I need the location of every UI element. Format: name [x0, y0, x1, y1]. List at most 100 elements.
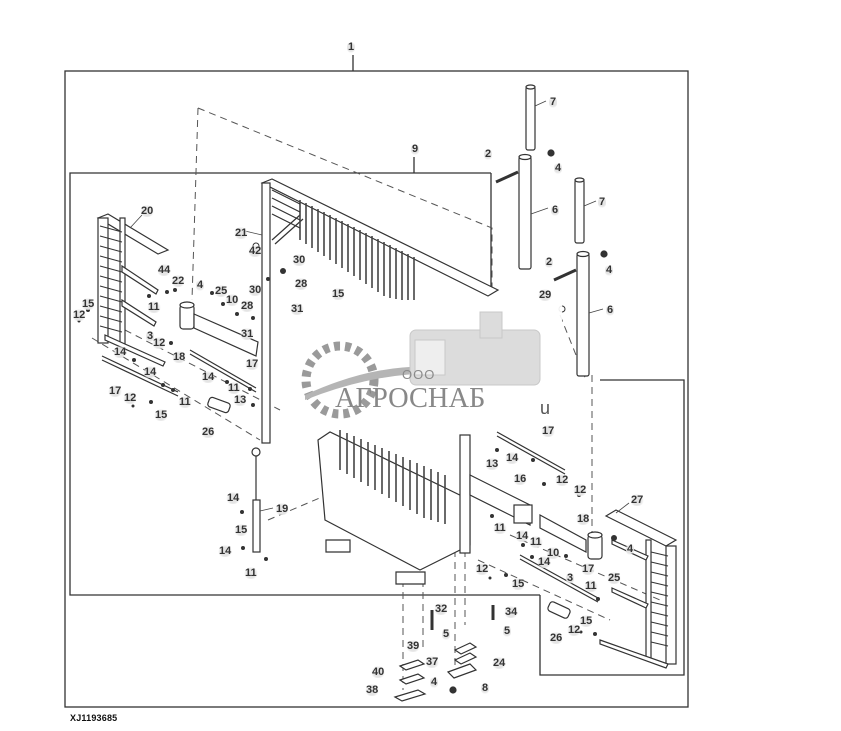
part-callout-12: 12	[123, 392, 138, 404]
watermark-logo	[301, 311, 541, 419]
part-callout-8: 8	[481, 682, 490, 694]
bracket-38	[393, 689, 427, 702]
part-callout-4: 4	[605, 264, 614, 276]
part-callout-4: 4	[196, 279, 205, 291]
part-callout-28: 28	[294, 278, 309, 290]
part-callout-10: 10	[225, 294, 240, 306]
bolt-2-left	[495, 170, 519, 184]
part-callout-14: 14	[143, 366, 158, 378]
part-callout-15: 15	[81, 298, 96, 310]
part-callout-4: 4	[430, 676, 439, 688]
part-callout-12: 12	[152, 337, 167, 349]
part-callout-19: 19	[275, 503, 290, 515]
part-callout-15: 15	[331, 288, 346, 300]
part-callout-12: 12	[567, 624, 582, 636]
part-callout-13: 13	[485, 458, 500, 470]
part-callout-26: 26	[549, 632, 564, 644]
part-callout-11: 11	[244, 567, 258, 579]
left-side-panel	[96, 213, 170, 367]
part-callout-25: 25	[214, 285, 229, 297]
part-callout-40: 40	[371, 666, 386, 678]
gas-strut	[251, 447, 261, 553]
part-callout-32: 32	[434, 603, 449, 615]
figure-id: XJ1193685	[70, 713, 118, 723]
part-callout-30: 30	[248, 284, 263, 296]
mounting-brackets	[393, 605, 495, 702]
part-callout-29: 29	[538, 289, 553, 301]
hardware	[77, 242, 617, 636]
part-callout-4: 4	[554, 162, 563, 174]
part-callout-11: 11	[529, 536, 543, 548]
part-callout-21: 21	[234, 227, 249, 239]
part-callout-2: 2	[545, 256, 554, 268]
part-callout-5: 5	[442, 628, 451, 640]
part-callout-14: 14	[226, 492, 241, 504]
part-callout-14: 14	[515, 530, 530, 542]
support-rods	[101, 349, 599, 619]
part-callout-30: 30	[292, 254, 307, 266]
part-callout-14: 14	[113, 346, 128, 358]
part-callout-12: 12	[72, 309, 87, 321]
bolt-2-right	[553, 268, 577, 282]
part-callout-16: 16	[513, 473, 528, 485]
part-callout-3: 3	[566, 572, 575, 584]
part-callout-44: 44	[157, 264, 172, 276]
part-callout-1: 1	[347, 41, 356, 53]
bracket-37	[453, 642, 478, 655]
bracket-39	[398, 659, 426, 671]
assembly-frame-outer	[64, 70, 689, 708]
part-callout-11: 11	[227, 382, 241, 394]
part-callout-6: 6	[551, 204, 560, 216]
bracket-40	[398, 673, 426, 685]
part-callout-38: 38	[365, 684, 380, 696]
part-callout-31: 31	[240, 328, 255, 340]
part-callout-31: 31	[290, 303, 305, 315]
post-6-right	[576, 253, 590, 377]
part-callout-34: 34	[504, 606, 519, 618]
watermark-prefix: ООО	[402, 367, 436, 382]
watermark-suffix: u	[540, 398, 551, 418]
part-callout-42: 42	[248, 245, 263, 257]
part-callout-12: 12	[555, 474, 570, 486]
part-callout-18: 18	[576, 513, 591, 525]
combine-harvester-icon	[409, 311, 541, 386]
part-callout-24: 24	[492, 657, 507, 669]
part-callout-17: 17	[581, 563, 596, 575]
part-callout-11: 11	[493, 522, 507, 534]
part-callout-11: 11	[584, 580, 598, 592]
part-callout-14: 14	[201, 371, 216, 383]
gear-icon	[301, 341, 379, 419]
part-callout-37: 37	[425, 656, 440, 668]
part-callout-15: 15	[579, 615, 594, 627]
bracket-8	[446, 663, 478, 679]
part-callout-17: 17	[245, 358, 260, 370]
part-callout-5: 5	[503, 625, 512, 637]
part-callout-17: 17	[108, 385, 123, 397]
part-callout-2: 2	[484, 148, 493, 160]
part-callout-12: 12	[573, 484, 588, 496]
part-callout-14: 14	[218, 545, 233, 557]
part-callout-11: 11	[147, 301, 161, 313]
part-callout-7: 7	[598, 196, 607, 208]
part-callout-28: 28	[240, 300, 255, 312]
part-callout-9: 9	[411, 143, 420, 155]
lower-grate-body	[317, 430, 533, 585]
part-callout-17: 17	[541, 425, 556, 437]
extension-posts	[495, 84, 608, 377]
part-callout-15: 15	[234, 524, 249, 536]
assembly-frame-right	[539, 379, 685, 676]
part-callout-14: 14	[505, 452, 520, 464]
part-callout-15: 15	[154, 409, 169, 421]
part-callout-3: 3	[146, 330, 155, 342]
part-callout-25: 25	[607, 572, 622, 584]
part-callout-13: 13	[233, 394, 248, 406]
part-callout-22: 22	[171, 275, 186, 287]
part-callout-18: 18	[172, 351, 187, 363]
hinge-tubes	[179, 301, 603, 560]
part-callout-27: 27	[630, 494, 645, 506]
part-callout-6: 6	[606, 304, 615, 316]
right-side-panel	[599, 509, 678, 669]
part-callout-20: 20	[140, 205, 155, 217]
part-callout-39: 39	[406, 640, 421, 652]
main-grate-frame	[260, 178, 500, 444]
